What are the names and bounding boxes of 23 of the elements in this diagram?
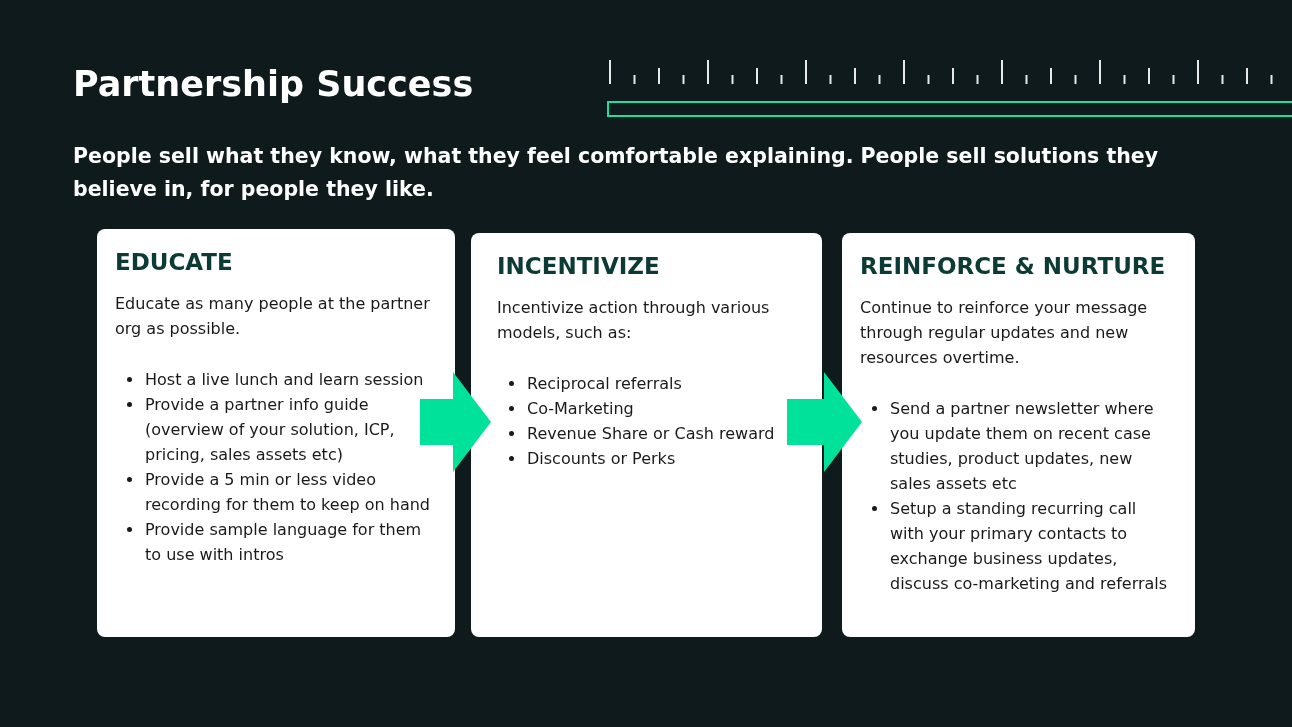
step-card — [471, 233, 822, 637]
card-intro: Continue to reinforce your message through regular updates and new resources overtime. — [860, 297, 1149, 369]
block-arrow — [420, 372, 491, 472]
card-heading: REINFORCE & NURTURE — [860, 253, 1167, 279]
bullet-text: Send a partner newsletter where you update them on recent case studies, product updates, new sales assets etc — [890, 399, 1154, 493]
card-intro: Educate as many people at the partner org as possible. — [115, 293, 431, 340]
bullet-text: Provide sample language for them to use with intros — [145, 520, 422, 564]
block-arrow — [787, 372, 862, 472]
bullet-text: Provide a partner info guide (overview of your solution, ICP, pricing, sales assets etc) — [145, 395, 395, 464]
step-card — [97, 229, 455, 637]
card-heading: INCENTIVIZE — [497, 253, 661, 279]
bullet-text: Host a live lunch and learn session — [145, 370, 424, 389]
bullet-text: Co-Marketing — [527, 399, 634, 418]
card-intro: Incentivize action through various models, such as: — [497, 297, 771, 344]
bullet-text: Provide a 5 min or less video recording for them to keep on hand — [145, 470, 430, 514]
step-card — [842, 233, 1195, 637]
slide-title: Partnership Success — [73, 64, 474, 104]
bullet-text: Reciprocal referrals — [527, 374, 682, 393]
card-heading: EDUCATE — [115, 249, 234, 275]
bullet-text: Setup a standing recurring call with your primary contacts to exchange business updates, discuss co-marketing and referrals — [890, 499, 1168, 593]
subtitle: People sell what they know, what they feel comfortable explaining. People sell solutions they believe in, for people they like. — [73, 143, 1160, 203]
bullet-text: Revenue Share or Cash reward — [527, 424, 775, 443]
bullet-text: Discounts or Perks — [527, 449, 676, 468]
